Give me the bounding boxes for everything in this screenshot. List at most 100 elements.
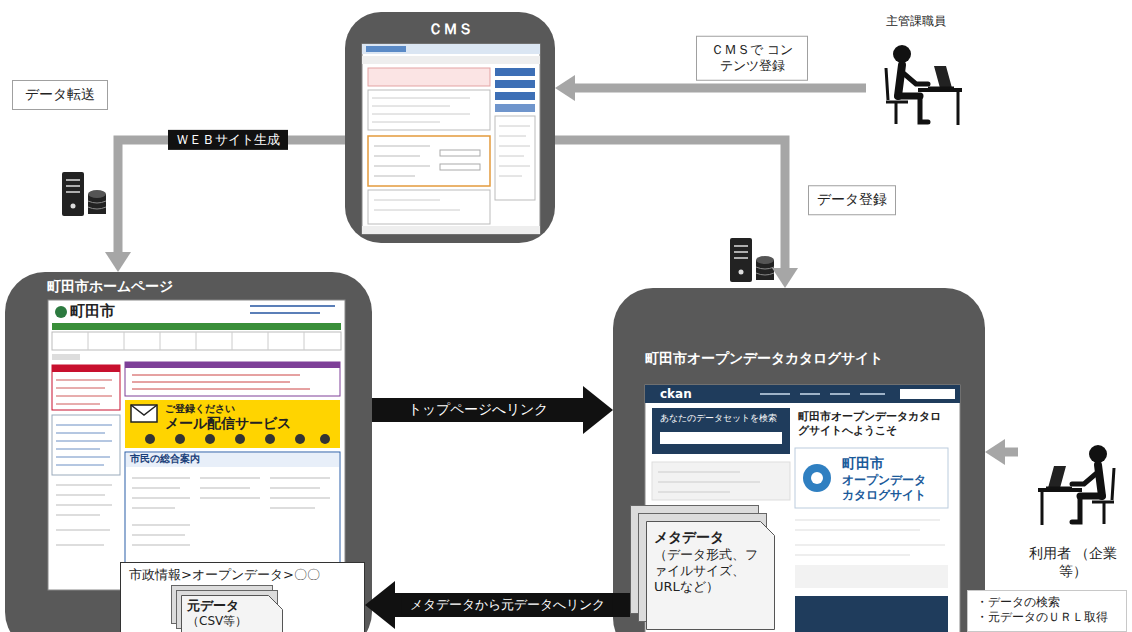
user-figure: 利用者 （企業等） (1018, 420, 1128, 585)
connector (555, 140, 798, 288)
cms-screenshot (495, 116, 535, 200)
catalog-screenshot (652, 408, 790, 454)
homepage-screenshot (52, 415, 120, 475)
node-title: 主管課職員 (866, 14, 966, 29)
node-title: ＣＭＳ (345, 20, 555, 39)
connector-line (1004, 448, 1018, 457)
node-title: 元データ (187, 598, 277, 614)
note-label: データ転送 (12, 80, 108, 110)
homepage-screenshot (56, 425, 112, 465)
connector-line (574, 84, 866, 93)
cms-screenshot (362, 44, 540, 234)
catalog-screenshot (645, 385, 960, 632)
node-title: 利用者 （企業等） (1026, 545, 1120, 580)
cms-screenshot (362, 44, 540, 54)
cms-screenshot (362, 44, 540, 234)
homepage-screenshot (265, 434, 275, 444)
user-figure (1038, 445, 1114, 525)
cms-screenshot (374, 200, 460, 210)
cms-screenshot (440, 164, 480, 170)
cms-screenshot (495, 92, 535, 100)
arrow-head (365, 581, 395, 629)
cms-screenshot (368, 136, 490, 186)
catalog-screenshot (795, 596, 948, 632)
homepage-screenshot (56, 485, 112, 545)
site-logo-text: 町田市 (70, 302, 115, 321)
cms-screenshot (495, 80, 535, 88)
connector (372, 386, 613, 434)
staff-figure (886, 45, 962, 125)
cms-screenshot (495, 68, 535, 76)
banner-text: ご登録ください (165, 403, 235, 416)
arrow-head (985, 439, 1005, 465)
homepage-screenshot (52, 323, 341, 330)
arrow-head (105, 252, 131, 272)
section-heading: 市民の総合案内 (130, 453, 200, 466)
node-text: （CSV等） (187, 614, 277, 629)
cms-screenshot (362, 56, 540, 64)
ckan-logo-text: ckan (660, 387, 692, 402)
catalog-logo-text: オープンデータ カタログサイト (842, 473, 937, 503)
homepage-screenshot (132, 478, 330, 508)
homepage-screenshot (205, 434, 215, 444)
document-page (182, 596, 283, 632)
catalog-screenshot (803, 464, 831, 492)
homepage-screenshot (145, 434, 155, 444)
connector (105, 140, 345, 272)
homepage-screenshot (52, 365, 120, 410)
cms-screenshot (495, 104, 535, 112)
cms-screenshot (374, 146, 430, 176)
connector (985, 439, 1018, 465)
catalog-screenshot (760, 393, 885, 395)
edge-label: データ登録 (808, 185, 896, 215)
edge-label: メタデータから元データへリンク (402, 595, 613, 615)
catalog-logo-text: 町田市 (842, 455, 884, 473)
arrow-head (555, 75, 575, 101)
catalog-screenshot (658, 472, 760, 492)
homepage-screenshot (175, 434, 185, 444)
banner-text: メール配信サービス (165, 415, 291, 433)
connector-line (118, 140, 345, 253)
catalog-screenshot (652, 462, 790, 500)
cms-screenshot (368, 68, 490, 86)
node-text: （データ形式、ファイルサイズ、URLなど） (654, 547, 769, 596)
homepage-screenshot (52, 365, 120, 372)
catalog-screenshot (795, 520, 945, 555)
metadata-doc: メタデータ（データ形式、ファイルサイズ、URLなど） (630, 505, 775, 630)
homepage-screenshot (125, 362, 340, 396)
homepage-screenshot (250, 306, 335, 313)
catalog-screenshot (645, 385, 960, 403)
cms-screenshot (366, 46, 406, 52)
homepage-screenshot (132, 375, 310, 389)
cms-screenshot (372, 98, 470, 122)
homepage-screenshot (125, 452, 340, 586)
welcome-text: 町田市オープンデータカタログサイトへようこそ (798, 410, 948, 438)
cms-screenshot (499, 126, 530, 176)
arrow-head (583, 386, 613, 434)
connector-line (555, 140, 785, 269)
arrow-head (772, 268, 798, 288)
edge-label: ＷＥＢサイト生成 (168, 130, 288, 150)
document-page (647, 522, 775, 630)
homepage-screenshot (131, 405, 157, 415)
homepage-screenshot (55, 306, 67, 318)
node-title: 市政情報>オープンデータ>〇〇 (129, 567, 356, 583)
homepage-screenshot (52, 332, 341, 350)
edge-label: ＣＭＳで コンテンツ登録 (696, 36, 808, 81)
staff-figure: 主管課職員 (866, 10, 966, 128)
homepage-screenshot (131, 405, 157, 422)
node-title: 町田市ホームページ (47, 278, 372, 296)
homepage-screenshot (235, 434, 245, 444)
catalog-screenshot (811, 472, 823, 484)
catalog-screenshot (795, 448, 948, 508)
homepage-screenshot (52, 354, 80, 360)
homepage-screenshot (56, 380, 112, 404)
connector-line (394, 593, 630, 617)
server-icon (62, 172, 106, 216)
node-text: ・元データのＵＲＬ取得 (976, 610, 1118, 625)
cms-screenshot (368, 90, 490, 130)
page-box: 市政情報>オープンデータ>〇〇元データ（CSV等） (120, 562, 365, 632)
cms-screenshot (440, 150, 480, 156)
homepage-screenshot (125, 362, 340, 368)
